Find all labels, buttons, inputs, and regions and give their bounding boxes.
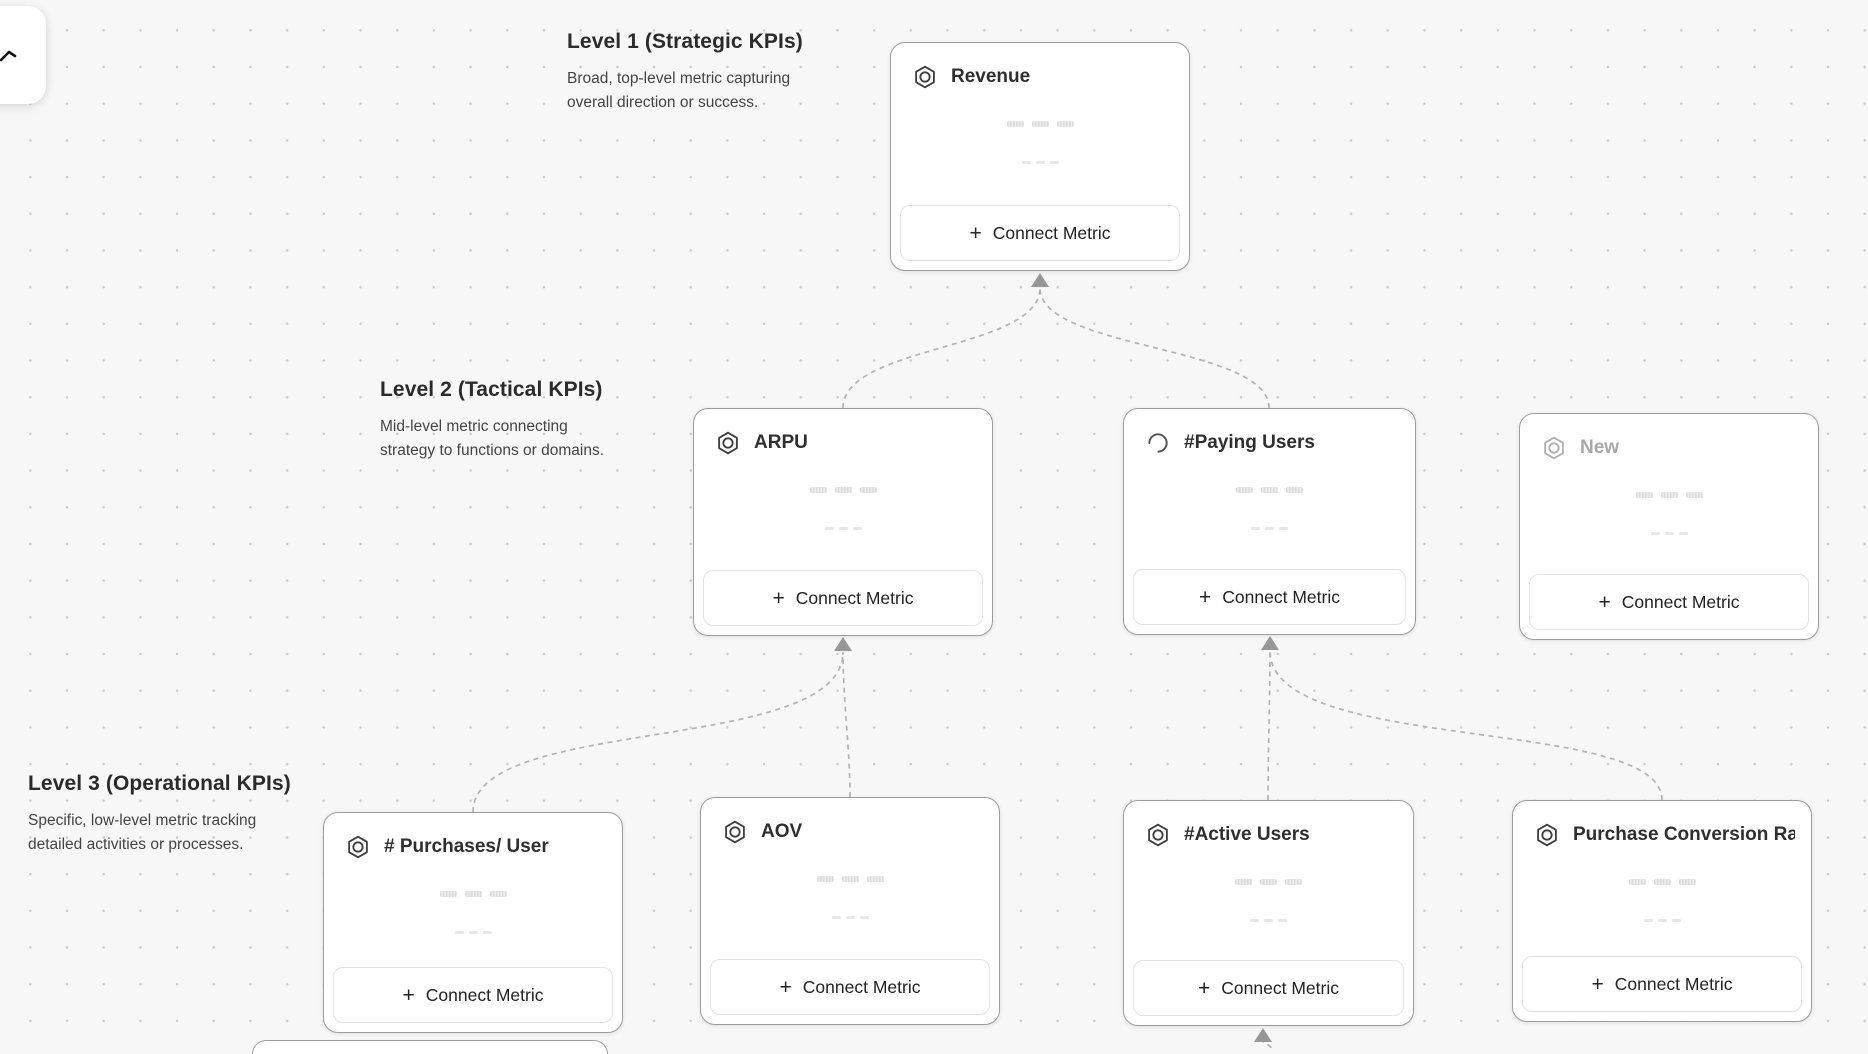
connect-metric-label: Connect Metric [1614, 973, 1733, 994]
level-1-title: Level 1 (Strategic KPIs) [567, 30, 803, 53]
connect-metric-button[interactable]: + Connect Metric [1529, 574, 1809, 630]
plus-icon: + [1199, 585, 1212, 609]
connect-metric-label: Connect Metric [1621, 591, 1740, 612]
metric-card-title: Revenue [951, 66, 1031, 87]
level-1-label-group: Level 1 (Strategic KPIs) Broad, top-leve… [567, 30, 803, 115]
card-header: Revenue [912, 64, 1173, 90]
skeleton-bars [891, 121, 1189, 127]
edge-active-users-to-paying-users [1267, 650, 1271, 801]
spinner-icon [1145, 430, 1171, 456]
arrowhead-paying-users [1261, 636, 1279, 650]
metric-card-partial-bottom[interactable] [252, 1040, 608, 1054]
skeleton-dashes [1124, 919, 1413, 922]
plus-icon: + [772, 586, 785, 610]
level-2-label-group: Level 2 (Tactical KPIs) Mid-level metric… [380, 378, 604, 463]
connect-metric-label: Connect Metric [1221, 977, 1339, 998]
hexagon-badge-icon [1145, 822, 1171, 848]
hexagon-badge-icon [912, 64, 938, 90]
connect-metric-button[interactable]: + Connect Metric [703, 570, 983, 626]
hexagon-badge-icon [715, 430, 741, 456]
edge-arpu-to-revenue [842, 287, 1041, 409]
skeleton-dashes [694, 527, 992, 530]
card-header: #Paying Users [1145, 430, 1399, 456]
metric-card-title: #Active Users [1184, 824, 1310, 845]
connect-metric-button[interactable]: + Connect Metric [1133, 569, 1406, 625]
card-header: ARPU [715, 430, 976, 456]
level-3-description: Specific, low-level metric tracking deta… [28, 812, 257, 853]
plus-icon: + [779, 975, 792, 999]
skeleton-dashes [1124, 527, 1415, 530]
connect-metric-button[interactable]: + Connect Metric [900, 205, 1180, 261]
edge-paying-users-to-revenue [1039, 287, 1270, 409]
hexagon-badge-icon [722, 819, 748, 845]
skeleton-bars [324, 891, 622, 897]
skeleton-bars [694, 487, 992, 493]
level-2-description: Mid-level metric connecting strategy to … [380, 418, 605, 459]
hexagon-badge-icon [1534, 822, 1560, 848]
skeleton-bars [1124, 879, 1413, 885]
metric-card-purchase-conversion-rate[interactable]: Purchase Conversion Rate + Connect Metri… [1512, 800, 1812, 1022]
card-header: New [1541, 435, 1802, 461]
arrowhead-revenue [1031, 273, 1049, 287]
skeleton-bars [701, 876, 999, 882]
metric-card-title: ARPU [754, 432, 808, 453]
arrowhead-active-users [1254, 1028, 1272, 1042]
level-2-title: Level 2 (Tactical KPIs) [380, 378, 603, 401]
skeleton-bars [1520, 492, 1818, 498]
connect-metric-button[interactable]: + Connect Metric [1133, 960, 1404, 1016]
metric-card-revenue[interactable]: Revenue + Connect Metric [890, 42, 1190, 271]
card-header: AOV [722, 819, 983, 845]
metric-card-active-users[interactable]: #Active Users + Connect Metric [1123, 800, 1414, 1026]
skeleton-dashes [324, 931, 622, 934]
connect-metric-button[interactable]: + Connect Metric [1522, 956, 1802, 1012]
metric-card-aov[interactable]: AOV + Connect Metric [700, 797, 1000, 1025]
plus-icon: + [402, 983, 415, 1007]
connect-metric-label: Connect Metric [795, 587, 914, 608]
metric-card-new[interactable]: New + Connect Metric [1519, 413, 1819, 640]
connect-metric-label: Connect Metric [1222, 586, 1340, 607]
connect-metric-label: Connect Metric [992, 222, 1111, 243]
skeleton-dashes [701, 916, 999, 919]
metric-card-title: AOV [761, 821, 803, 842]
plus-icon: + [1598, 590, 1611, 614]
level-3-label-group: Level 3 (Operational KPIs) Specific, low… [28, 772, 291, 857]
connect-metric-button[interactable]: + Connect Metric [710, 959, 990, 1015]
metric-card-arpu[interactable]: ARPU + Connect Metric [693, 408, 993, 636]
plus-icon: + [1198, 976, 1211, 1000]
metric-card-title: #Paying Users [1184, 432, 1315, 453]
hexagon-badge-icon [345, 834, 371, 860]
edge-purchases-user-to-arpu [472, 651, 844, 813]
metric-card-title: Purchase Conversion Rate [1573, 824, 1795, 845]
edge-aov-to-arpu [842, 651, 851, 798]
hexagon-badge-icon [1541, 435, 1567, 461]
metric-card-paying-users[interactable]: #Paying Users + Connect Metric [1123, 408, 1416, 635]
arrowhead-arpu [834, 637, 852, 651]
card-header: Purchase Conversion Rate [1534, 822, 1795, 848]
plus-icon: + [969, 221, 982, 245]
level-1-description: Broad, top-level metric capturing overal… [567, 70, 791, 111]
edge-pcr-to-paying-users [1269, 650, 1663, 801]
skeleton-dashes [1513, 919, 1811, 922]
plus-icon: + [1591, 972, 1604, 996]
connect-metric-button[interactable]: + Connect Metric [333, 967, 613, 1023]
metric-card-title: # Purchases/ User [384, 836, 549, 857]
edge-offscreen-to-active-users [1262, 1041, 1272, 1048]
skeleton-dashes [891, 161, 1189, 164]
connect-metric-label: Connect Metric [425, 984, 544, 1005]
metric-card-purchases-user[interactable]: # Purchases/ User + Connect Metric [323, 812, 623, 1033]
card-header: # Purchases/ User [345, 834, 606, 860]
level-3-title: Level 3 (Operational KPIs) [28, 772, 291, 795]
skeleton-dashes [1520, 532, 1818, 535]
skeleton-bars [1124, 487, 1415, 493]
card-header: #Active Users [1145, 822, 1397, 848]
cursor-icon [0, 50, 17, 62]
connect-metric-label: Connect Metric [802, 976, 921, 997]
metric-card-title: New [1580, 437, 1620, 458]
skeleton-bars [1513, 879, 1811, 885]
